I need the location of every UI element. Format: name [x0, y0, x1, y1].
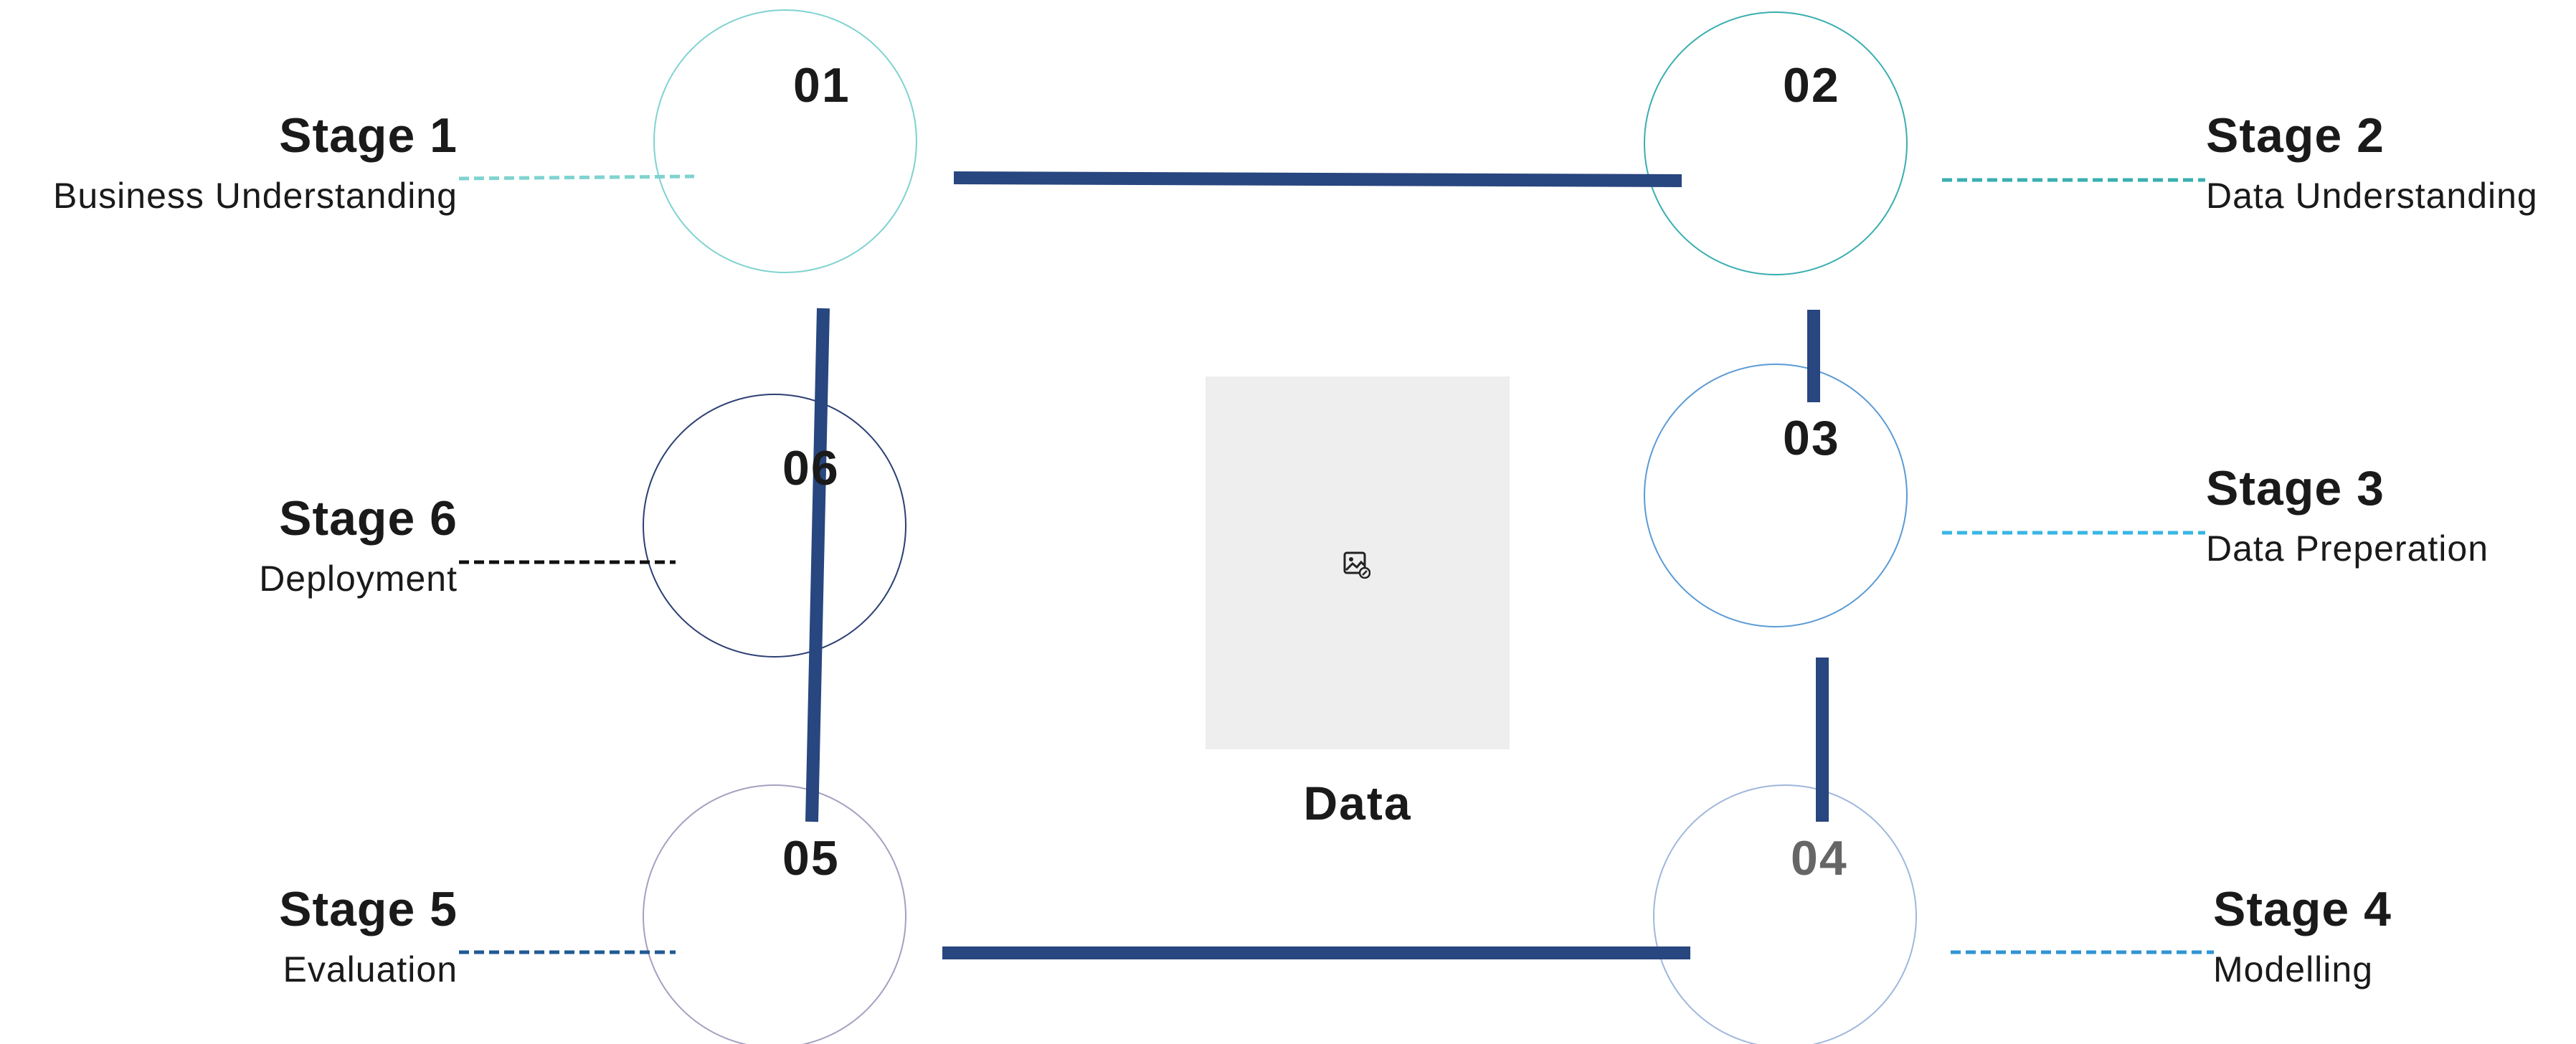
stage-3-title: Stage 3	[2206, 461, 2385, 516]
stage-3-number: 03	[1783, 411, 1840, 465]
stage-1-label: Stage 1 Business Understanding	[53, 108, 458, 217]
image-placeholder[interactable]	[1206, 376, 1510, 749]
stage-1-leader	[458, 174, 695, 181]
stage-5-number: 05	[782, 831, 840, 886]
stage-5-subtitle: Evaluation	[283, 949, 458, 990]
stage-6-number: 06	[782, 441, 840, 495]
stage-3-subtitle: Data Preperation	[2206, 528, 2489, 569]
stage-5-ring	[643, 784, 906, 1044]
stage-5-label: Stage 5 Evaluation	[279, 881, 458, 990]
stage-1-subtitle: Business Understanding	[53, 176, 458, 216]
stage-1-ring	[653, 9, 917, 273]
stage-1-title: Stage 1	[279, 108, 458, 163]
stage-2-title: Stage 2	[2206, 108, 2385, 163]
stage-5-title: Stage 5	[279, 882, 458, 936]
stage-1-number: 01	[793, 58, 851, 113]
stage-4-label: Stage 4 Modelling	[2213, 881, 2392, 990]
stage-6-subtitle: Deployment	[259, 559, 458, 599]
connector-1-2	[953, 171, 1682, 187]
stage-2-ring	[1644, 11, 1908, 275]
stage-6-label: Stage 6 Deployment	[259, 490, 458, 599]
stage-2-subtitle: Data Understanding	[2206, 176, 2538, 216]
stage-3-ring	[1644, 364, 1908, 627]
stage-4-subtitle: Modelling	[2213, 949, 2374, 990]
stage-3-label: Stage 3 Data Preperation	[2206, 460, 2489, 569]
stage-4-title: Stage 4	[2213, 882, 2392, 936]
image-placeholder-icon	[1343, 551, 1370, 579]
connector-5-6	[805, 308, 830, 822]
stage-2-number: 02	[1783, 58, 1840, 113]
stage-6-title: Stage 6	[279, 491, 458, 546]
stage-4-number: 04	[1791, 831, 1848, 886]
stage-4-ring	[1653, 784, 1917, 1044]
center-label: Data	[1303, 777, 1412, 830]
stage-6-ring	[643, 394, 906, 658]
stage-2-label: Stage 2 Data Understanding	[2206, 108, 2538, 217]
